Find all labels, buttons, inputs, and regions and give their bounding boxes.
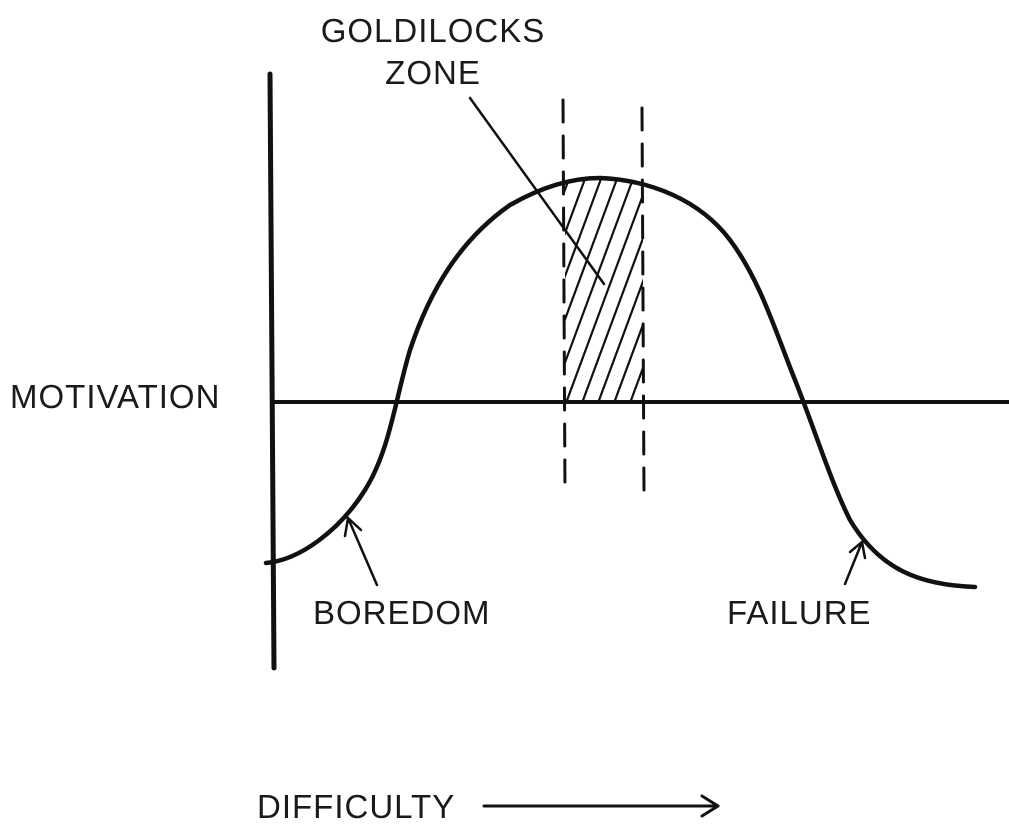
- boredom-label: BOREDOM: [313, 594, 491, 631]
- goldilocks-zone-hatching: [565, 178, 643, 402]
- failure-arrow: [843, 540, 867, 586]
- motivation-curve: [263, 175, 978, 590]
- difficulty-arrow: [482, 794, 720, 818]
- zone-right-boundary: [640, 106, 646, 496]
- x-axis-label: DIFFICULTY: [257, 788, 455, 825]
- boredom-arrow: [343, 516, 379, 587]
- goldilocks-label-line2: ZONE: [385, 54, 481, 91]
- goldilocks-label-line1: GOLDILOCKS: [321, 12, 546, 49]
- y-axis-label: MOTIVATION: [10, 378, 220, 415]
- goldilocks-pointer-line: [468, 96, 606, 286]
- failure-label: FAILURE: [727, 594, 872, 631]
- zone-left-boundary: [561, 98, 567, 496]
- y-axis-line: [267, 71, 277, 671]
